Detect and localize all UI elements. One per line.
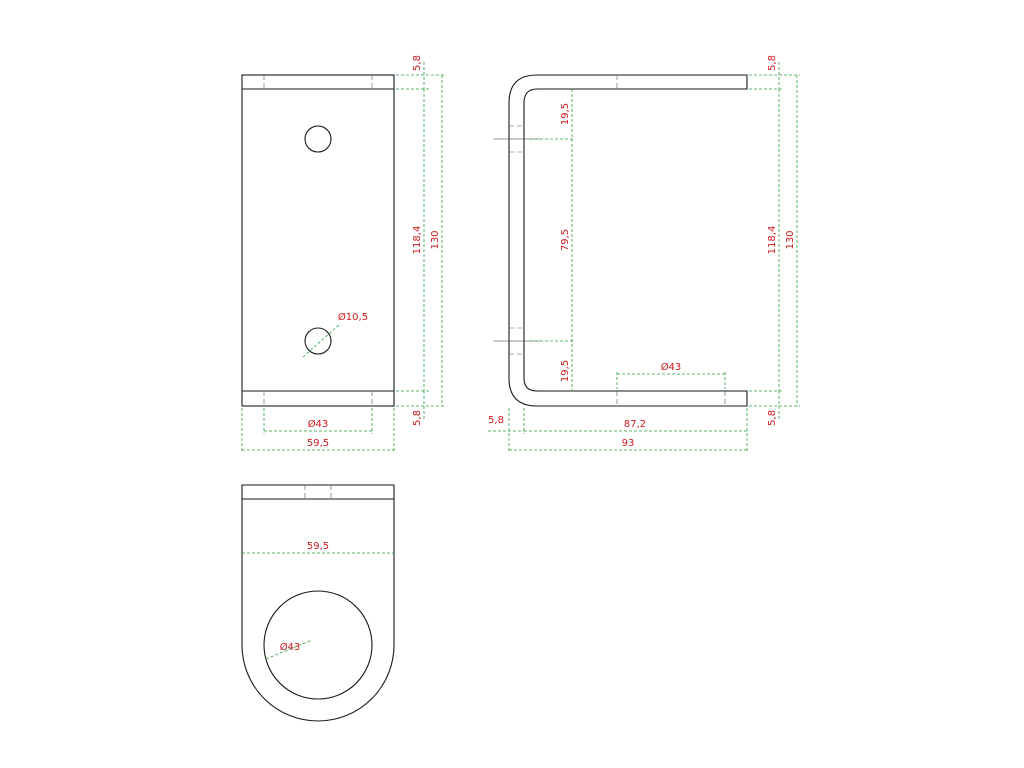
top-view: 59,5 Ø43: [241, 484, 395, 722]
front-top-thickness-label: 5,8: [412, 55, 423, 71]
top-outline: [241, 484, 395, 722]
side-outer-length-label: 93: [622, 438, 635, 449]
top-bore-leader: [265, 639, 313, 660]
side-hole-spacing-label: 79,5: [560, 229, 571, 251]
front-upper-hole: [304, 125, 332, 153]
top-bore-circle: [263, 590, 373, 700]
side-profile-outer: [508, 74, 748, 407]
front-bore-diameter-label: Ø43: [308, 418, 329, 430]
front-bottom-thickness-label: 5,8: [412, 410, 423, 426]
top-bore-diameter-label: Ø43: [280, 641, 301, 653]
top-width-label: 59,5: [307, 541, 329, 552]
front-inner-height-label: 118,4: [412, 226, 423, 255]
side-bore-diameter-label: Ø43: [661, 361, 682, 373]
side-outer-height-label: 130: [785, 230, 796, 249]
side-bottom-thickness-label: 5,8: [767, 410, 778, 426]
side-wall-thickness-label: 5,8: [488, 415, 504, 426]
front-view: 5,8 118,4 130 5,8 Ø10,5 Ø43 59,5: [241, 55, 446, 453]
hole-diameter-leader: [302, 323, 341, 358]
front-outer-height-label: 130: [430, 230, 441, 249]
side-hole-offset-top-label: 19,5: [560, 103, 571, 125]
front-hole-diameter-label: Ø10,5: [338, 311, 368, 323]
side-inner-length-label: 87,2: [624, 419, 646, 430]
side-view: 19,5 79,5 19,5 5,8 118,4 130 5,8 Ø43 5,8…: [488, 55, 800, 453]
front-body: [241, 74, 395, 407]
side-hole-offset-bottom-label: 19,5: [560, 360, 571, 382]
side-top-thickness-label: 5,8: [767, 55, 778, 71]
front-lower-hole: [304, 327, 332, 355]
front-width-label: 59,5: [307, 438, 329, 449]
side-inner-height-label: 118,4: [767, 226, 778, 255]
